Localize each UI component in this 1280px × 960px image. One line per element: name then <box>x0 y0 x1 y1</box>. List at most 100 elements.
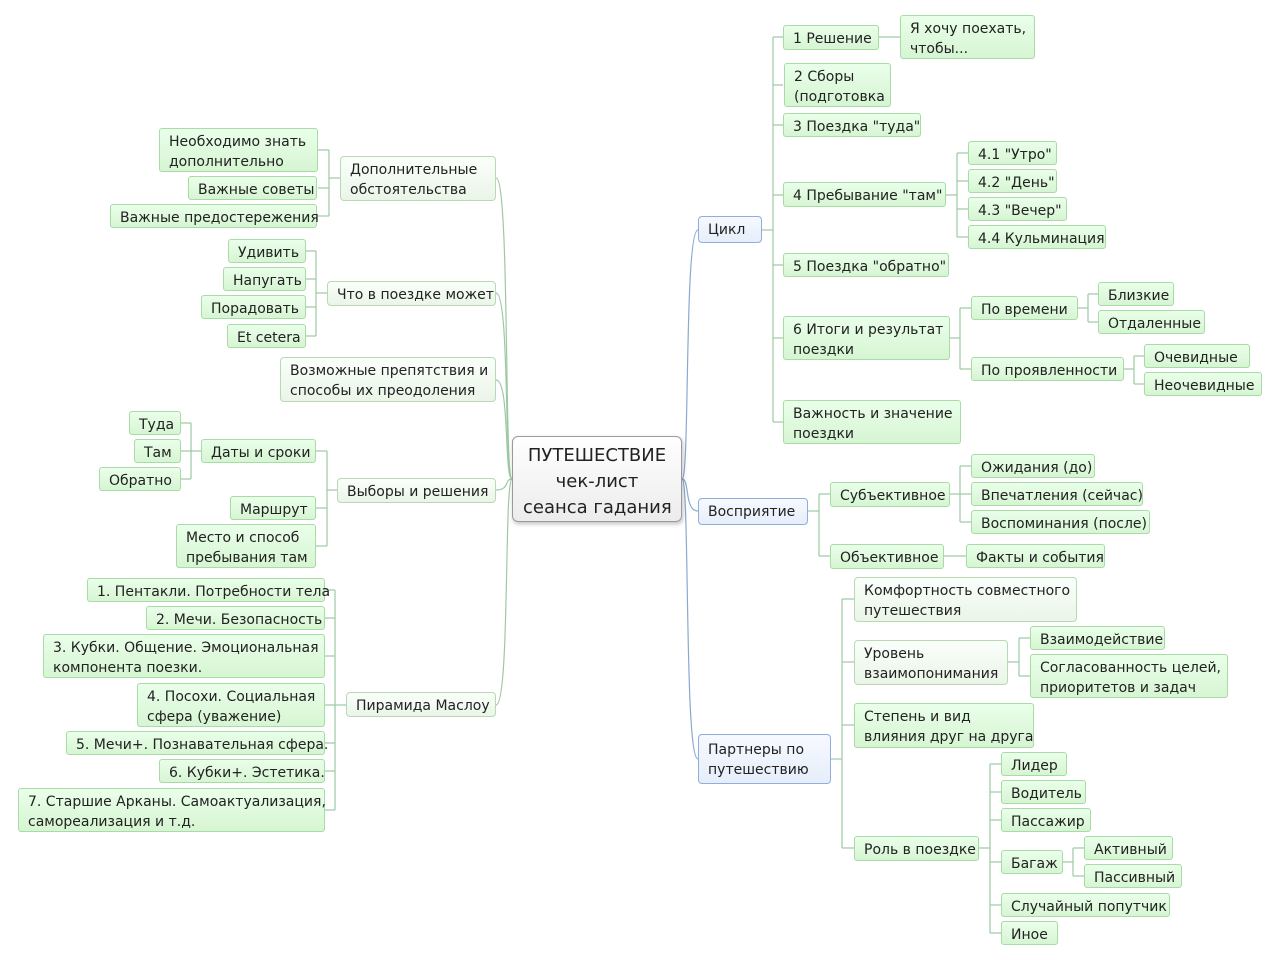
route-node[interactable]: Маршрут <box>230 496 316 520</box>
back-label: Обратно <box>109 473 172 489</box>
other-node[interactable]: Иное <box>1001 921 1058 945</box>
please-label: Порадовать <box>211 301 300 317</box>
by-time-node[interactable]: По времени <box>971 296 1078 320</box>
warnings-node[interactable]: Важные предостережения <box>110 204 319 228</box>
maslow-p7-line-2: самореализация и т.д. <box>28 814 196 830</box>
consistency-line-2: приоритетов и задач <box>1040 680 1196 696</box>
maslow-p7-node[interactable]: 7. Старшие Арканы. Самоактуализация, сам… <box>18 788 326 832</box>
objective-node[interactable]: Объективное <box>830 544 944 569</box>
decision-node[interactable]: 1 Решение <box>783 25 879 50</box>
stay-day-node[interactable]: 4.2 "День" <box>968 169 1057 193</box>
dates-label: Даты и сроки <box>211 445 311 461</box>
maslow-p7-line-1: 7. Старшие Арканы. Самоактуализация, <box>28 794 326 810</box>
consistency-node[interactable]: Согласованность целей, приоритетов и зад… <box>1030 654 1228 698</box>
role-node[interactable]: Роль в поездке <box>854 836 979 861</box>
cycle-node[interactable]: Цикл <box>698 216 762 243</box>
role-label: Роль в поездке <box>864 842 976 858</box>
interaction-node[interactable]: Взаимодействие <box>1030 626 1165 650</box>
tips-label: Важные советы <box>198 182 315 198</box>
there-to-label: Туда <box>139 417 175 433</box>
obstacles-node[interactable]: Возможные препятствия и способы их преод… <box>280 357 496 402</box>
results-node[interactable]: 6 Итоги и результат поездки <box>783 316 950 360</box>
understanding-node[interactable]: Уровень взаимопонимания <box>854 640 1008 685</box>
comfort-node[interactable]: Комфортность совместного путешествия <box>854 577 1077 622</box>
influence-node[interactable]: Степень и вид влияния друг на друга <box>854 703 1034 748</box>
root-subtitle-1: чек-лист <box>555 471 639 492</box>
additional-node[interactable]: Дополнительные обстоятельства <box>340 156 496 201</box>
impressions-node[interactable]: Впечатления (сейчас) <box>971 482 1143 506</box>
importance-node[interactable]: Важность и значение поездки <box>783 400 961 444</box>
place-line-2: пребывания там <box>186 550 308 566</box>
stay-morning-node[interactable]: 4.1 "Утро" <box>968 141 1057 165</box>
choices-node[interactable]: Выборы и решения <box>337 478 496 503</box>
by-manifest-node[interactable]: По проявленности <box>971 357 1124 381</box>
additional-line-1: Дополнительные <box>350 162 478 178</box>
maslow-node[interactable]: Пирамида Маслоу <box>346 692 496 717</box>
back-node[interactable]: Обратно <box>99 467 181 491</box>
partners-node[interactable]: Партнеры по путешествию <box>698 734 831 784</box>
stay-morning-label: 4.1 "Утро" <box>978 147 1052 163</box>
driver-node[interactable]: Водитель <box>1001 780 1086 804</box>
fellow-label: Случайный попутчик <box>1011 899 1167 915</box>
leader-node[interactable]: Лидер <box>1001 752 1067 776</box>
distant-node[interactable]: Отдаленные <box>1098 310 1205 334</box>
route-label: Маршрут <box>240 502 308 518</box>
obstacles-line-1: Возможные препятствия и <box>290 363 489 379</box>
stay-climax-label: 4.4 Кульминация <box>978 231 1105 247</box>
facts-node[interactable]: Факты и события <box>966 544 1105 568</box>
expectations-node[interactable]: Ожидания (до) <box>971 454 1095 478</box>
there-to-node[interactable]: Туда <box>129 411 181 435</box>
trip-can-label: Что в поездке может <box>337 287 494 303</box>
memories-node[interactable]: Воспоминания (после) <box>971 510 1150 534</box>
decision-child-node[interactable]: Я хочу поехать, чтобы... <box>900 15 1035 59</box>
maslow-p3-node[interactable]: 3. Кубки. Общение. Эмоциональная компоне… <box>43 634 325 678</box>
by-time-label: По времени <box>981 302 1068 318</box>
expectations-label: Ожидания (до) <box>981 460 1093 476</box>
prep-node[interactable]: 2 Сборы (подготовка <box>784 63 891 107</box>
maslow-p6-node[interactable]: 6. Кубки+. Эстетика. <box>159 759 325 783</box>
trip-there-node[interactable]: 3 Поездка "туда" <box>783 113 921 137</box>
non-obvious-node[interactable]: Неочевидные <box>1144 372 1262 396</box>
passenger-label: Пассажир <box>1011 814 1085 830</box>
trip-can-node[interactable]: Что в поездке может <box>327 281 496 306</box>
additional-line-2: обстоятельства <box>350 182 467 198</box>
non-obvious-label: Неочевидные <box>1154 378 1255 394</box>
luggage-node[interactable]: Багаж <box>1001 850 1063 874</box>
trip-back-node[interactable]: 5 Поездка "обратно" <box>783 253 949 277</box>
fellow-node[interactable]: Случайный попутчик <box>1001 893 1170 917</box>
scare-node[interactable]: Напугать <box>223 267 306 291</box>
place-node[interactable]: Место и способ пребывания там <box>176 524 316 568</box>
stay-evening-node[interactable]: 4.3 "Вечер" <box>968 197 1067 221</box>
maslow-p5-node[interactable]: 5. Мечи+. Познавательная сфера. <box>66 731 328 755</box>
etc-node[interactable]: Et cetera <box>227 324 306 348</box>
by-manifest-label: По проявленности <box>981 363 1118 379</box>
near-node[interactable]: Близкие <box>1098 282 1174 306</box>
link-root-obstacles <box>495 379 513 480</box>
driver-label: Водитель <box>1011 786 1082 802</box>
stay-climax-node[interactable]: 4.4 Кульминация <box>968 225 1106 249</box>
passive-node[interactable]: Пассивный <box>1084 864 1182 888</box>
obvious-node[interactable]: Очевидные <box>1144 344 1250 368</box>
partners-line-1: Партнеры по <box>708 742 805 758</box>
subjective-node[interactable]: Субъективное <box>830 482 950 507</box>
decision-child-line-2: чтобы... <box>910 41 969 57</box>
tips-node[interactable]: Важные советы <box>188 176 317 200</box>
there-node[interactable]: Там <box>134 439 181 463</box>
root-subtitle-2: сеанса гадания <box>523 497 672 518</box>
know-node[interactable]: Необходимо знать дополнительно <box>159 128 318 172</box>
surprise-node[interactable]: Удивить <box>228 239 306 263</box>
prep-line-1: 2 Сборы <box>794 69 855 85</box>
stay-node[interactable]: 4 Пребывание "там" <box>783 182 946 207</box>
maslow-p2-node[interactable]: 2. Мечи. Безопасность <box>146 606 325 630</box>
root-node[interactable]: ПУТЕШЕСТВИЕ чек-лист сеанса гадания <box>512 436 682 522</box>
root-title: ПУТЕШЕСТВИЕ <box>527 445 667 466</box>
trip-back-label: 5 Поездка "обратно" <box>793 259 947 275</box>
active-node[interactable]: Активный <box>1084 836 1173 860</box>
passenger-node[interactable]: Пассажир <box>1001 808 1091 832</box>
maslow-p1-node[interactable]: 1. Пентакли. Потребности тела <box>87 578 330 602</box>
perception-node[interactable]: Восприятие <box>698 498 808 525</box>
dates-node[interactable]: Даты и сроки <box>201 439 316 463</box>
please-node[interactable]: Порадовать <box>201 295 306 319</box>
maslow-p4-node[interactable]: 4. Посохи. Социальная сфера (уважение) <box>137 683 325 727</box>
